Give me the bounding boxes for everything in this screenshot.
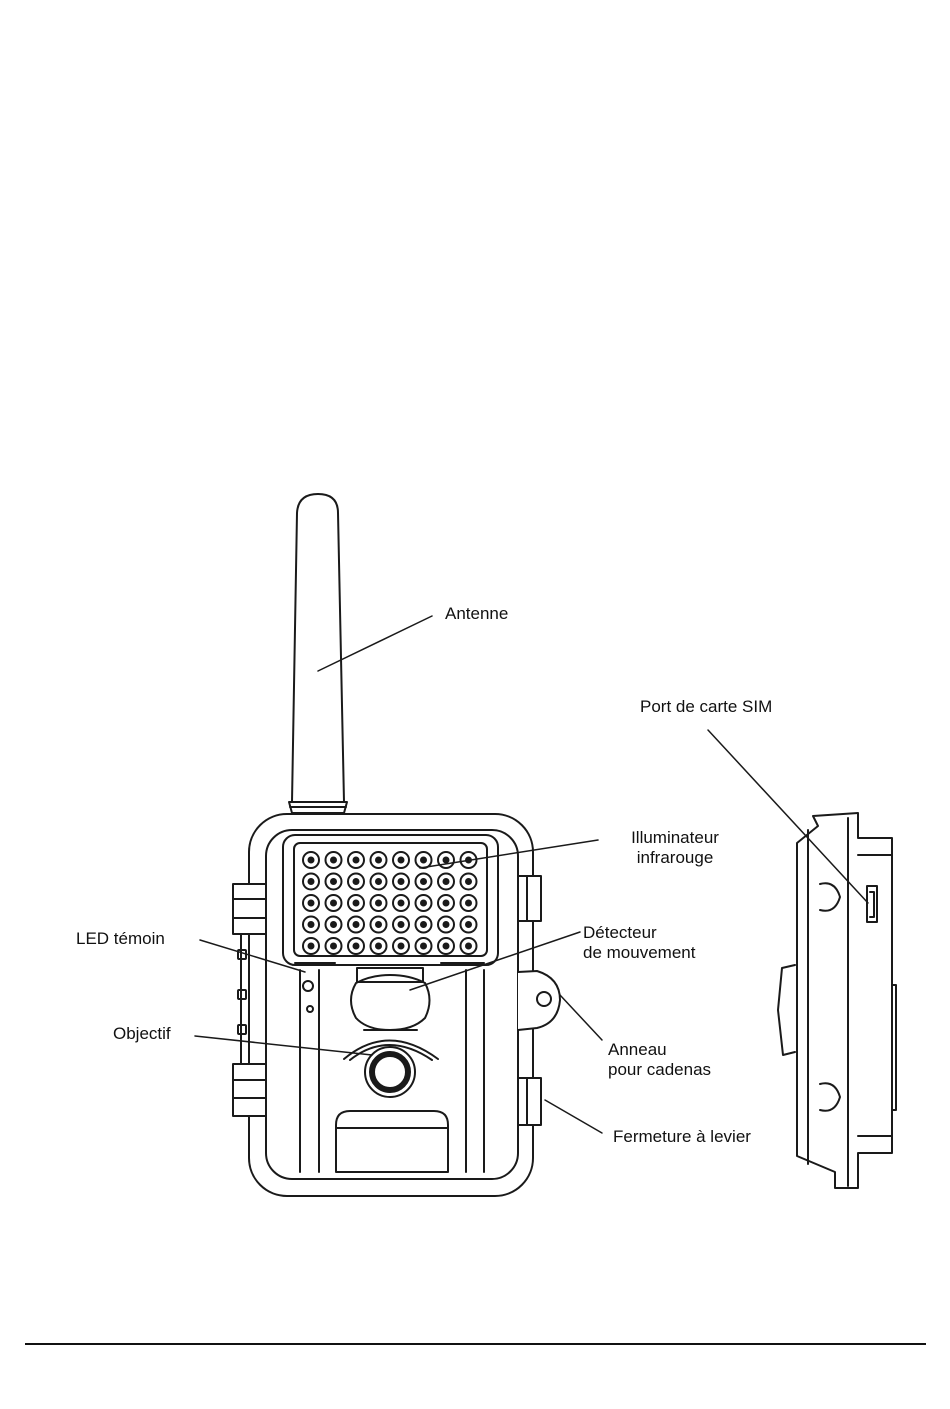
- ir-led-center: [444, 879, 449, 884]
- ir-led-center: [331, 922, 336, 927]
- label-antenna: Antenne: [445, 604, 508, 624]
- label-motion-detector-line1: Détecteur: [583, 923, 695, 943]
- ir-led-center: [376, 944, 381, 949]
- ir-led-center: [466, 879, 471, 884]
- infrared-illuminator: [283, 835, 498, 965]
- ir-led-center: [421, 879, 426, 884]
- antenna: [289, 494, 347, 823]
- ir-led-center: [421, 944, 426, 949]
- ir-led-center: [399, 922, 404, 927]
- label-motion-detector-line2: de mouvement: [583, 943, 695, 963]
- ir-led-center: [466, 901, 471, 906]
- ir-led-center: [421, 858, 426, 863]
- label-padlock-ring: Anneau pour cadenas: [608, 1040, 711, 1080]
- ir-led-center: [354, 858, 359, 863]
- ir-led-center: [354, 901, 359, 906]
- ir-led-center: [309, 901, 314, 906]
- ir-led-center: [376, 901, 381, 906]
- ir-led-center: [309, 879, 314, 884]
- ir-led-center: [444, 922, 449, 927]
- ir-led-center: [399, 879, 404, 884]
- ir-led-center: [444, 944, 449, 949]
- ir-led-center: [354, 922, 359, 927]
- front-view: [233, 494, 560, 1196]
- label-lens: Objectif: [113, 1024, 171, 1044]
- label-status-led: LED témoin: [76, 929, 165, 949]
- label-sim-port: Port de carte SIM: [640, 697, 772, 717]
- ir-led-center: [399, 944, 404, 949]
- ir-led-center: [421, 922, 426, 927]
- ir-led-center: [466, 944, 471, 949]
- ir-led-center: [331, 901, 336, 906]
- ir-led-center: [354, 879, 359, 884]
- ir-led-center: [376, 858, 381, 863]
- ir-led-center: [331, 944, 336, 949]
- ir-led-center: [399, 858, 404, 863]
- ir-led-center: [466, 922, 471, 927]
- ir-led-center: [444, 901, 449, 906]
- label-infrared-illuminator-line1: Illuminateur: [600, 828, 750, 848]
- label-infrared-illuminator: Illuminateur infrarouge: [600, 828, 750, 868]
- label-infrared-illuminator-line2: infrarouge: [600, 848, 750, 868]
- padlock-ring: [518, 971, 560, 1030]
- ir-led-center: [309, 944, 314, 949]
- battery-compartment: [336, 1111, 448, 1172]
- ir-led-center: [376, 922, 381, 927]
- ir-led-center: [354, 944, 359, 949]
- label-padlock-ring-line1: Anneau: [608, 1040, 711, 1060]
- ir-led-center: [399, 901, 404, 906]
- ir-led-center: [421, 901, 426, 906]
- ir-led-center: [309, 858, 314, 863]
- ir-led-center: [376, 879, 381, 884]
- ir-led-center: [331, 858, 336, 863]
- label-latch: Fermeture à levier: [613, 1127, 751, 1147]
- ir-led-center: [309, 922, 314, 927]
- label-padlock-ring-line2: pour cadenas: [608, 1060, 711, 1080]
- ir-led-center: [444, 858, 449, 863]
- ir-led-center: [331, 879, 336, 884]
- label-motion-detector: Détecteur de mouvement: [583, 923, 695, 963]
- footer-rule: [25, 1343, 926, 1345]
